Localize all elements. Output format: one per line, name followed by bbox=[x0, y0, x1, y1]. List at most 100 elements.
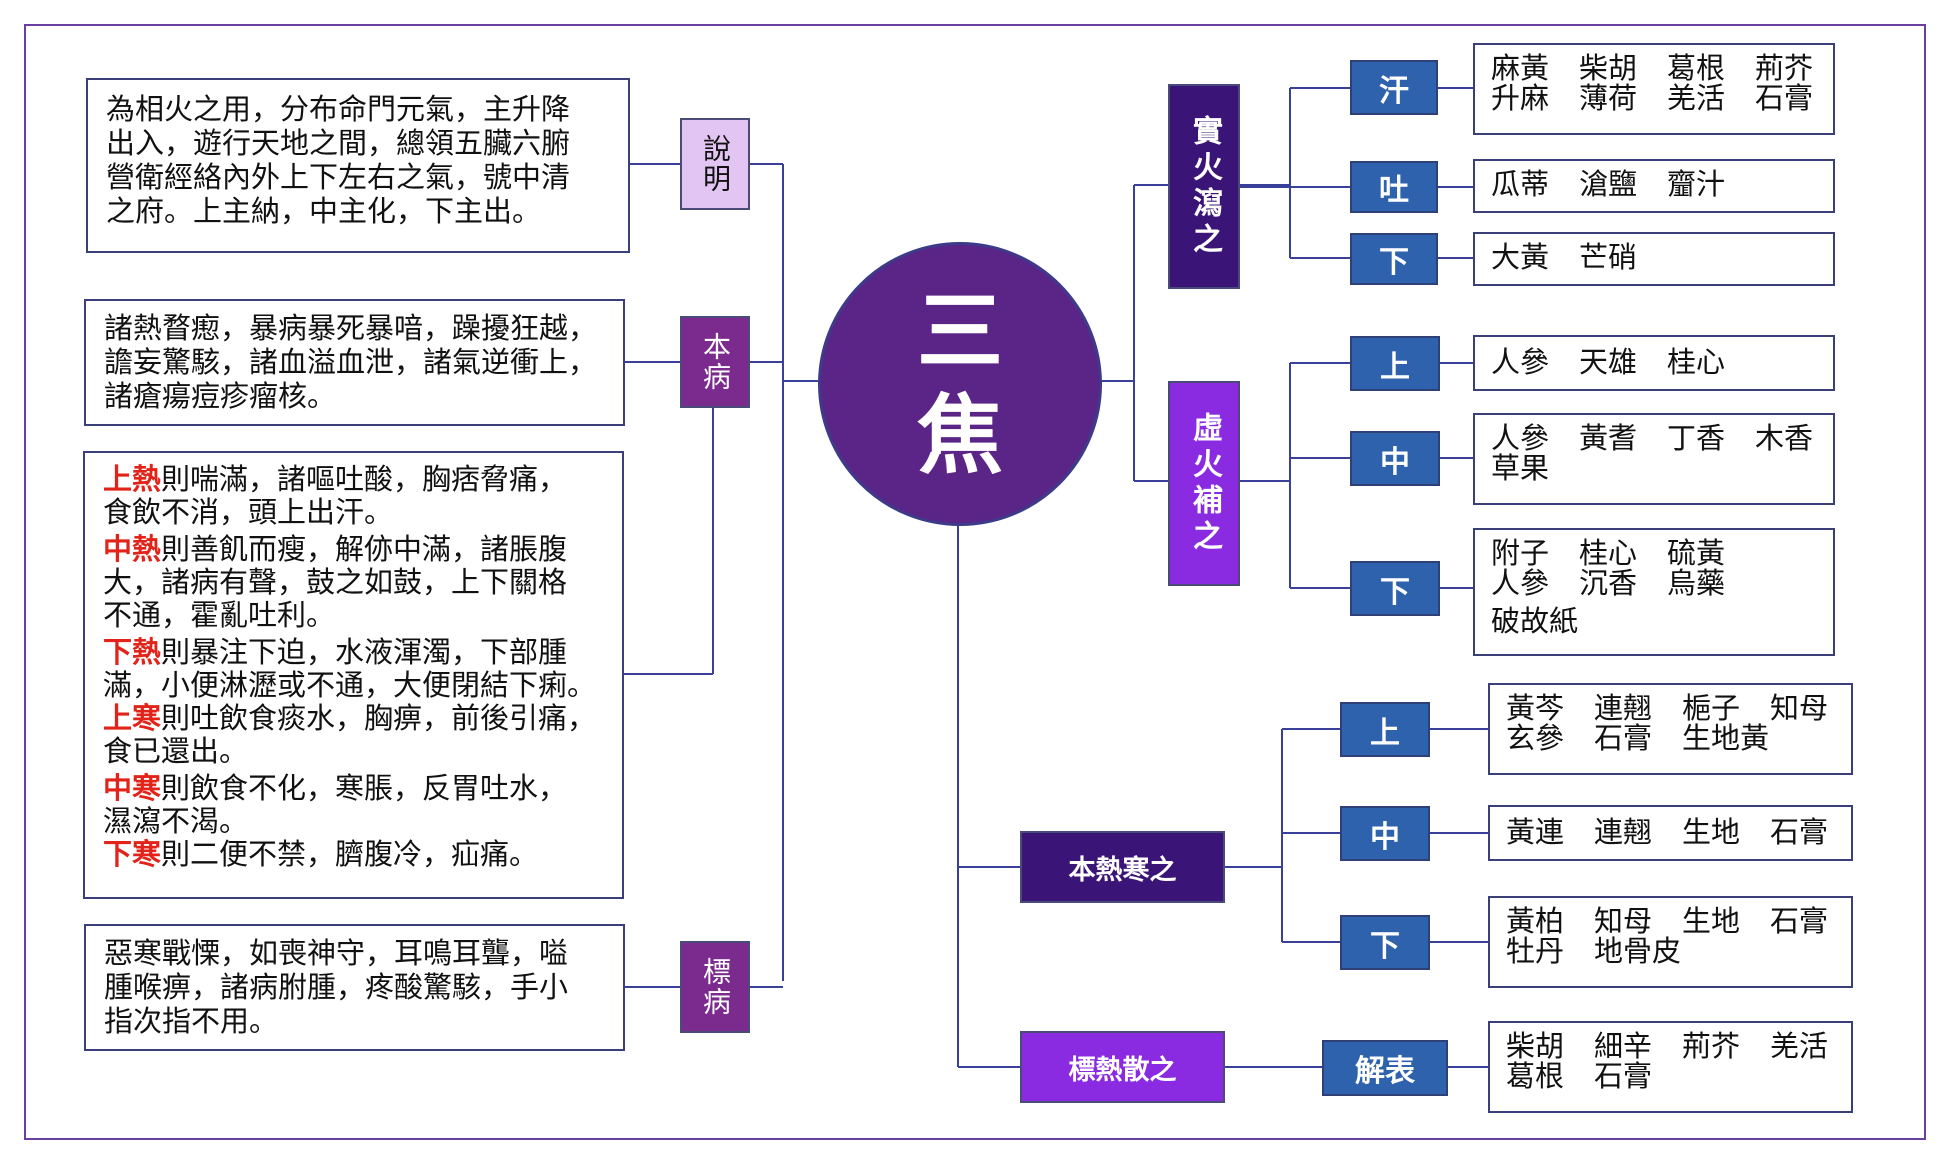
herb: 葛根 bbox=[1506, 1059, 1565, 1093]
herb: 木香 bbox=[1755, 421, 1814, 455]
herb: 羌活 bbox=[1770, 1029, 1829, 1063]
chip-shihuo-han: 汗 bbox=[1350, 60, 1438, 115]
detail-shangre: 上熱則喘滿，諸嘔吐酸，胸痞脅痛， bbox=[103, 463, 608, 496]
herb: 葛根 bbox=[1667, 51, 1726, 85]
shuoming-text-box: 為相火之用，分布命門元氣，主升降 出入，遊行天地之間，總領五臟六腑 營衛經絡內外… bbox=[86, 78, 630, 253]
biaobing-line: 腫喉痹，諸病胕腫，疼酸驚駭，手小 bbox=[104, 970, 569, 1004]
detail-zhonghan: 中寒則飲食不化，寒脹，反胃吐水， bbox=[103, 772, 608, 805]
benbing-line: 譫妄驚駭，諸血溢血泄，諸氣逆衝上， bbox=[104, 345, 598, 379]
herb: 柴胡 bbox=[1506, 1029, 1565, 1063]
herb: 知母 bbox=[1594, 904, 1653, 938]
herb: 沉香 bbox=[1579, 566, 1638, 600]
herb: 人參 bbox=[1491, 566, 1550, 600]
herbs-benre-shang: 黃芩連翹梔子知母 玄參石膏生地黃 bbox=[1488, 683, 1853, 775]
detail-key: 下寒 bbox=[103, 837, 162, 871]
chip-benre-xia: 下 bbox=[1340, 915, 1430, 970]
herb: 石膏 bbox=[1594, 721, 1653, 755]
detail-line: 滿，小便淋瀝或不通，大便閉結下痢。 bbox=[103, 668, 597, 702]
herb: 齏汁 bbox=[1667, 167, 1726, 201]
herb: 薄荷 bbox=[1579, 81, 1638, 115]
detail-line: 食飲不消，頭上出汗。 bbox=[103, 495, 394, 529]
herbs-xuhuo-xia: 附子桂心硫黃 人參沉香烏藥 破故紙 bbox=[1473, 528, 1835, 656]
detail-line: 則飲食不化，寒脹，反胃吐水， bbox=[161, 771, 568, 805]
herbs-xuhuo-shang: 人參天雄桂心 bbox=[1473, 335, 1835, 391]
herbs-shihuo-xia: 大黃芒硝 bbox=[1473, 232, 1835, 286]
herb: 連翹 bbox=[1594, 815, 1653, 849]
shuoming-line: 之府。上主納，中主化，下主出。 bbox=[106, 194, 542, 228]
biaobing-text-box: 惡寒戰慄，如喪神守，耳鳴耳聾，嗌 腫喉痹，諸病胕腫，疼酸驚駭，手小 指次指不用。 bbox=[84, 924, 625, 1051]
chip-biaore-jiebiao: 解表 bbox=[1322, 1040, 1448, 1096]
herbs-xuhuo-zhong: 人參黃耆丁香木香 草果 bbox=[1473, 413, 1835, 505]
detail-line: 則善飢而瘦，解㑊中滿，諸脹腹 bbox=[161, 532, 568, 566]
head-benre: 本熱寒之 bbox=[1020, 831, 1225, 903]
herb: 芒硝 bbox=[1579, 240, 1638, 274]
shuoming-line: 為相火之用，分布命門元氣，主升降 bbox=[106, 92, 571, 126]
detail-key: 中寒 bbox=[103, 771, 162, 805]
detail-line: 則喘滿，諸嘔吐酸，胸痞脅痛， bbox=[161, 462, 568, 496]
herb: 大黃 bbox=[1491, 240, 1550, 274]
head-biaore: 標熱散之 bbox=[1020, 1031, 1225, 1103]
herb: 草果 bbox=[1491, 451, 1550, 485]
herb: 石膏 bbox=[1770, 815, 1829, 849]
herb: 知母 bbox=[1770, 691, 1829, 725]
herb: 黃連 bbox=[1506, 815, 1565, 849]
herb: 天雄 bbox=[1579, 345, 1638, 379]
herb: 黃柏 bbox=[1506, 904, 1565, 938]
shuoming-line: 營衛經絡內外上下左右之氣，號中清 bbox=[106, 160, 571, 194]
central-title-char-2: 焦 bbox=[917, 385, 1003, 486]
chip-xuhuo-xia: 下 bbox=[1350, 561, 1440, 616]
herb: 地骨皮 bbox=[1594, 934, 1682, 968]
detail-key: 下熱 bbox=[103, 635, 162, 669]
detail-shanghan: 上寒則吐飲食痰水，胸痹，前後引痛， bbox=[103, 702, 608, 735]
herb: 破故紙 bbox=[1491, 604, 1579, 638]
herb: 麻黃 bbox=[1491, 51, 1550, 85]
head-shihuo: 實火瀉之 bbox=[1168, 84, 1240, 289]
detail-line: 則暴注下迫，水液渾濁，下部腫 bbox=[161, 635, 568, 669]
herb: 附子 bbox=[1491, 536, 1550, 570]
herbs-benre-xia: 黃柏知母生地石膏 牡丹地骨皮 bbox=[1488, 896, 1853, 988]
herb: 升麻 bbox=[1491, 81, 1550, 115]
benbing-text-box: 諸熱瞀瘛，暴病暴死暴喑，躁擾狂越， 譫妄驚駭，諸血溢血泄，諸氣逆衝上， 諸瘡瘍痘… bbox=[84, 299, 625, 426]
detail-xiahan: 下寒則二便不禁，臍腹冷，疝痛。 bbox=[103, 838, 608, 871]
herb: 牡丹 bbox=[1506, 934, 1565, 968]
benbing-line: 諸瘡瘍痘疹瘤核。 bbox=[104, 379, 337, 413]
detail-key: 上熱 bbox=[103, 462, 162, 496]
herb: 桂心 bbox=[1579, 536, 1638, 570]
herb: 細辛 bbox=[1594, 1029, 1653, 1063]
detail-line: 則吐飲食痰水，胸痹，前後引痛， bbox=[161, 701, 597, 735]
chip-shihuo-xia: 下 bbox=[1350, 233, 1438, 285]
label-benbing: 本病 bbox=[680, 316, 750, 408]
herbs-benre-zhong: 黃連連翹生地石膏 bbox=[1488, 805, 1853, 861]
herb: 生地 bbox=[1682, 815, 1741, 849]
herb: 黃芩 bbox=[1506, 691, 1565, 725]
herb: 荊芥 bbox=[1755, 51, 1814, 85]
herb: 人參 bbox=[1491, 345, 1550, 379]
herb: 石膏 bbox=[1770, 904, 1829, 938]
detail-key: 中熱 bbox=[103, 532, 162, 566]
herb: 生地黃 bbox=[1682, 721, 1770, 755]
chip-shihuo-tu: 吐 bbox=[1350, 161, 1438, 213]
detail-line: 不通，霍亂吐利。 bbox=[103, 598, 336, 632]
herb: 柴胡 bbox=[1579, 51, 1638, 85]
chip-benre-shang: 上 bbox=[1340, 702, 1430, 757]
herbs-biaore-jiebiao: 柴胡細辛荊芥羌活 葛根石膏 bbox=[1488, 1021, 1853, 1113]
herbs-shihuo-han: 麻黃柴胡葛根荊芥 升麻薄荷羌活石膏 bbox=[1473, 43, 1835, 135]
herb: 梔子 bbox=[1682, 691, 1741, 725]
detail-key: 上寒 bbox=[103, 701, 162, 735]
benbing-detail-box: 上熱則喘滿，諸嘔吐酸，胸痞脅痛， 食飲不消，頭上出汗。 中熱則善飢而瘦，解㑊中滿… bbox=[83, 451, 624, 899]
herb: 石膏 bbox=[1755, 81, 1814, 115]
benbing-line: 諸熱瞀瘛，暴病暴死暴喑，躁擾狂越， bbox=[104, 311, 598, 345]
detail-xiare: 下熱則暴注下迫，水液渾濁，下部腫 bbox=[103, 636, 608, 669]
detail-line: 食已還出。 bbox=[103, 734, 249, 768]
central-title-char-1: 三 bbox=[917, 281, 1003, 382]
herbs-shihuo-tu: 瓜蒂滄鹽齏汁 bbox=[1473, 159, 1835, 213]
herb: 羌活 bbox=[1667, 81, 1726, 115]
detail-line: 濕瀉不渴。 bbox=[103, 804, 249, 838]
chip-xuhuo-zhong: 中 bbox=[1350, 431, 1440, 486]
herb: 石膏 bbox=[1594, 1059, 1653, 1093]
herb: 桂心 bbox=[1667, 345, 1726, 379]
herb: 連翹 bbox=[1594, 691, 1653, 725]
herb: 硫黃 bbox=[1667, 536, 1726, 570]
herb: 烏藥 bbox=[1667, 566, 1726, 600]
